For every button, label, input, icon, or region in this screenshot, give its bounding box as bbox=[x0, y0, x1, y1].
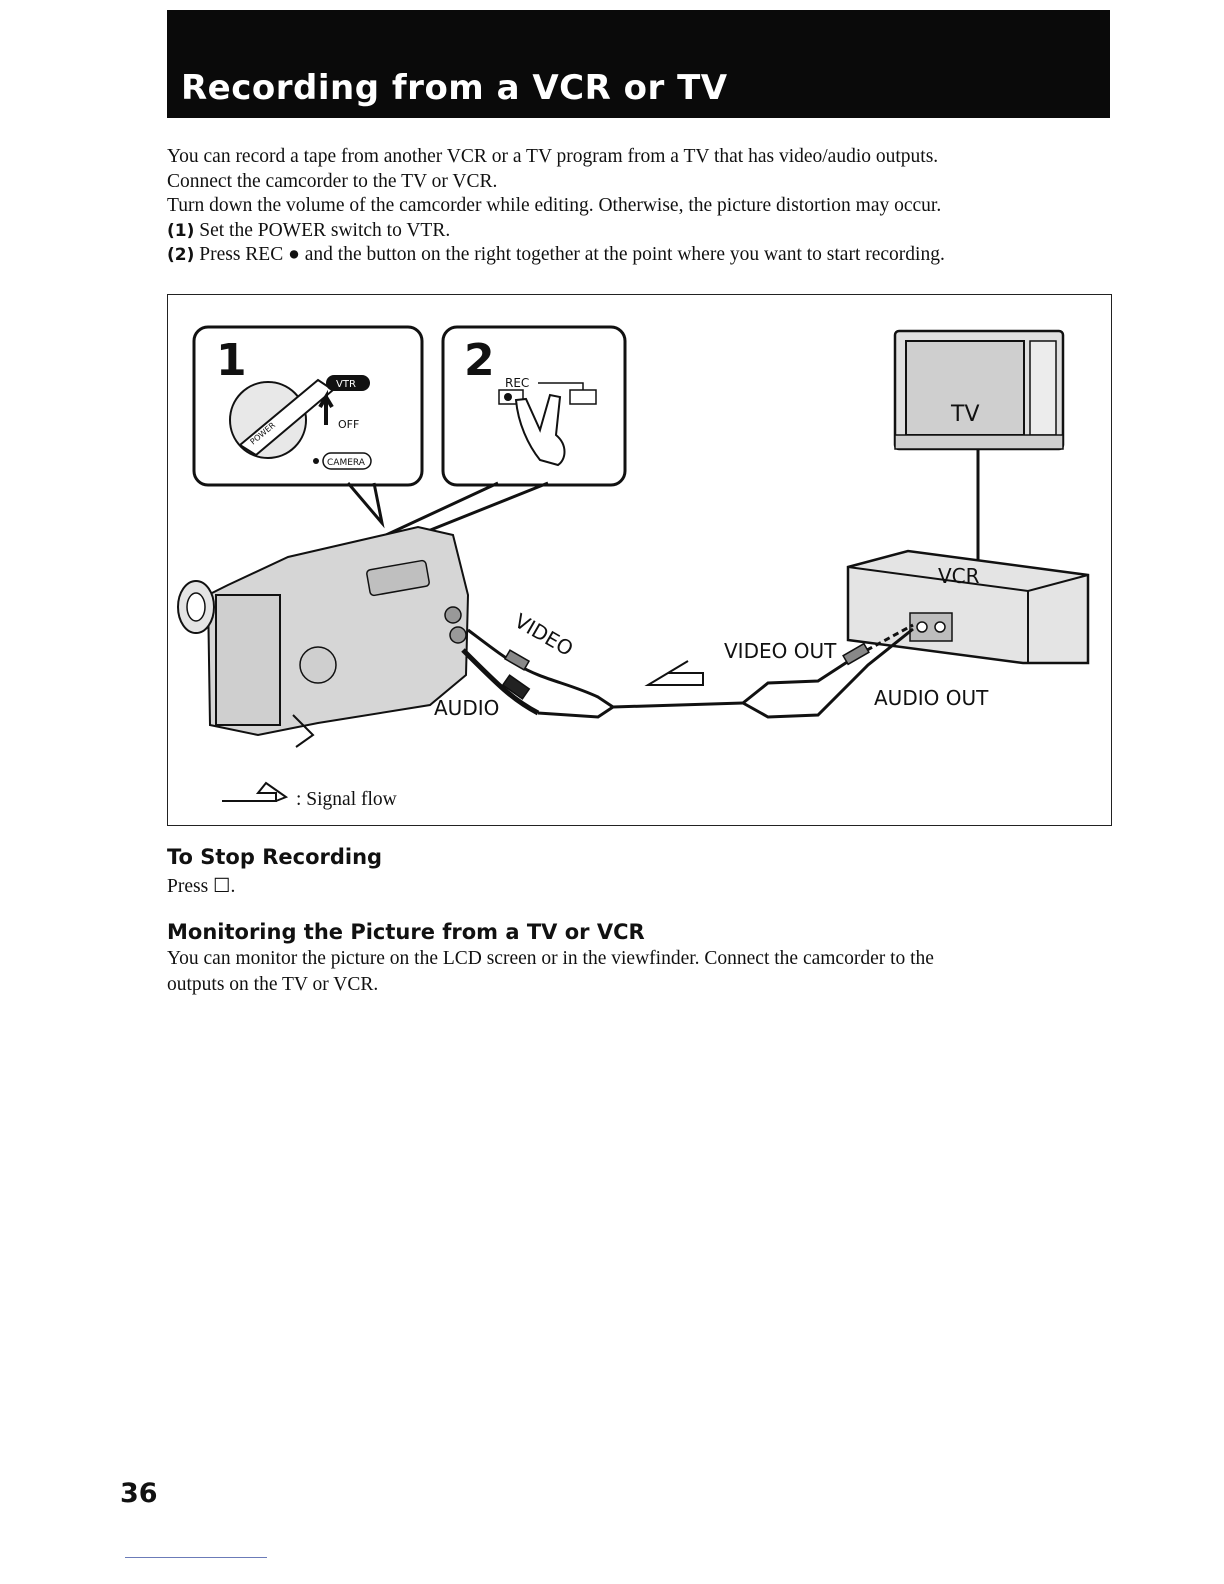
camera-label: CAMERA bbox=[327, 458, 366, 468]
start-button bbox=[569, 389, 597, 405]
tv-illustration bbox=[893, 329, 1065, 451]
video-label: VIDEO bbox=[511, 609, 578, 661]
power-dial-icon bbox=[229, 378, 335, 459]
callout-2-number: 2 bbox=[464, 335, 495, 386]
audio-cable-right bbox=[742, 627, 914, 719]
vtr-badge bbox=[326, 375, 370, 391]
monitor-line-1: You can monitor the picture on the LCD s… bbox=[167, 948, 934, 969]
footer-rule bbox=[125, 1557, 267, 1558]
stop-heading: To Stop Recording bbox=[167, 845, 383, 869]
video-cable-left-end bbox=[517, 663, 614, 709]
connection-diagram: 1 POWER VTR OFF CAMERA 2 REC bbox=[167, 294, 1112, 826]
rec-dot-icon bbox=[504, 393, 512, 401]
intro-line-1: You can record a tape from another VCR o… bbox=[167, 146, 939, 167]
legend-text: : Signal flow bbox=[296, 789, 397, 810]
vcr-label: VCR bbox=[938, 564, 980, 588]
main-cable bbox=[612, 701, 744, 709]
video-plug-left bbox=[503, 649, 531, 671]
step-2: (2) Press REC ● and the button on the ri… bbox=[167, 243, 1107, 268]
video-out-label: VIDEO OUT bbox=[724, 639, 837, 663]
vtr-label: VTR bbox=[336, 379, 356, 390]
vcr-illustration bbox=[846, 549, 1090, 665]
off-label: OFF bbox=[338, 418, 359, 431]
camcorder-illustration bbox=[177, 525, 470, 748]
rec-label: REC bbox=[505, 376, 529, 390]
video-cable-right bbox=[742, 653, 859, 705]
audio-plug-left bbox=[501, 674, 531, 700]
tv-label: TV bbox=[950, 402, 980, 427]
page-number: 36 bbox=[120, 1478, 158, 1509]
audio-out-label: AUDIO OUT bbox=[874, 686, 989, 710]
callout-1-pointer bbox=[346, 482, 385, 529]
hand-press-icon bbox=[514, 393, 566, 467]
rec-bracket bbox=[538, 382, 584, 391]
monitor-line-2: outputs on the TV or VCR. bbox=[167, 974, 379, 995]
callout-1-number: 1 bbox=[216, 335, 247, 386]
step-2-text: Press REC ● and the button on the right … bbox=[199, 244, 945, 265]
monitor-heading: Monitoring the Picture from a TV or VCR bbox=[167, 920, 645, 944]
camera-badge bbox=[322, 452, 372, 470]
step-2-number: (2) bbox=[167, 245, 195, 265]
legend-arrow-icon bbox=[222, 781, 289, 802]
stop-text: Press ☐. bbox=[167, 876, 236, 897]
step-1: (1) Set the POWER switch to VTR. bbox=[167, 219, 1107, 244]
intro-line-2: Connect the camcorder to the TV or VCR. bbox=[167, 170, 498, 192]
step-1-text: Set the POWER switch to VTR. bbox=[199, 219, 451, 241]
connection-diagram-svg: 1 POWER VTR OFF CAMERA 2 REC bbox=[177, 325, 1090, 810]
audio-label: AUDIO bbox=[434, 696, 499, 720]
camera-dot-icon bbox=[313, 458, 319, 464]
up-arrow-icon bbox=[318, 389, 334, 425]
intro-line-3: Turn down the volume of the camcorder wh… bbox=[167, 195, 942, 216]
callout-box-2 bbox=[441, 325, 627, 487]
video-plug-out bbox=[842, 642, 870, 666]
page-title: Recording from a VCR or TV bbox=[181, 68, 728, 108]
step-1-number: (1) bbox=[167, 220, 195, 241]
signal-flow-arrow-icon bbox=[644, 660, 704, 686]
intro-text: You can record a tape from another VCR o… bbox=[167, 145, 1107, 268]
title-bar: Recording from a VCR or TV bbox=[167, 10, 1110, 118]
audio-cable-left bbox=[461, 648, 540, 716]
audio-cable-left-end bbox=[537, 705, 614, 719]
